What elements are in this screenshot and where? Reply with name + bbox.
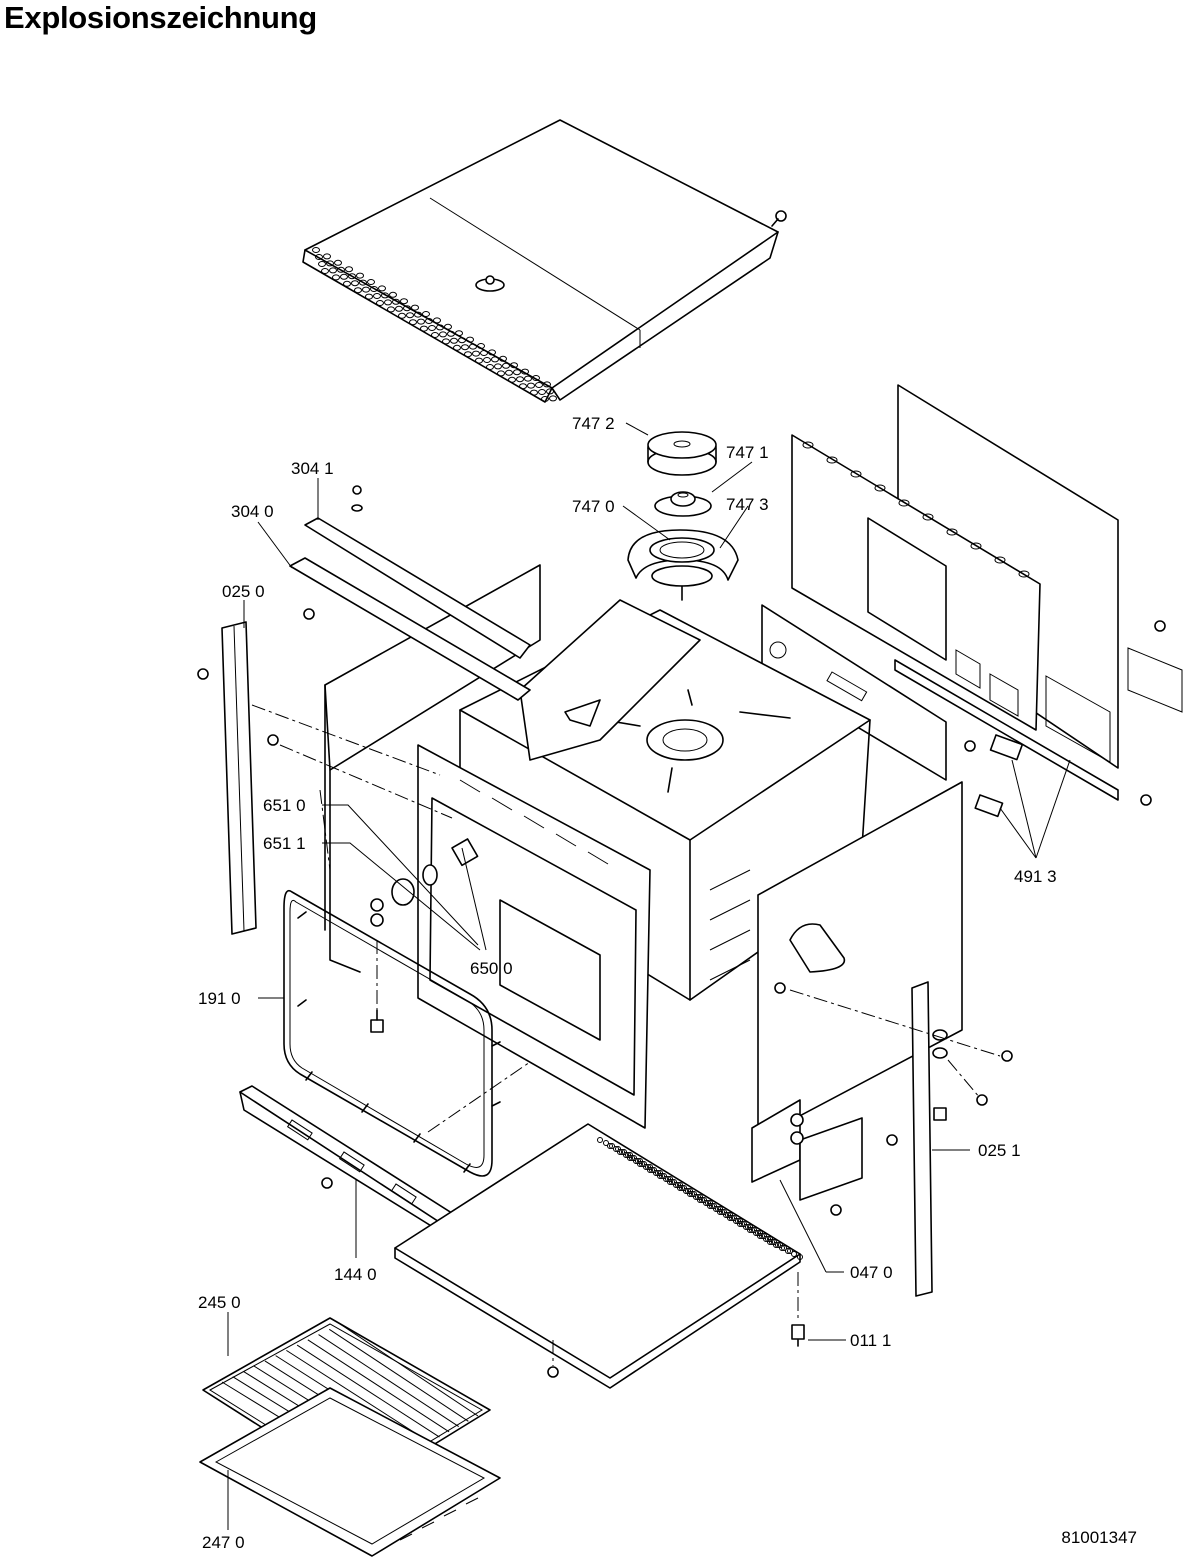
callout-651-0: 651 0 bbox=[263, 796, 306, 815]
oven-cavity bbox=[459, 599, 871, 1001]
side-back-panel bbox=[761, 604, 947, 781]
callout-025-0: 025 0 bbox=[222, 582, 265, 601]
baking-tray bbox=[199, 1387, 501, 1557]
callout-747-3: 747 3 bbox=[726, 495, 769, 514]
callout-304-1: 304 1 bbox=[291, 459, 334, 478]
left-rail bbox=[221, 621, 257, 935]
right-side-panel bbox=[757, 734, 1024, 1139]
callout-011-1: 011 1 bbox=[850, 1331, 891, 1350]
callout-491-3: 491 3 bbox=[1014, 867, 1057, 886]
callout-747-1: 747 1 bbox=[726, 443, 769, 462]
door-seal bbox=[283, 889, 501, 1177]
front-frame bbox=[417, 744, 651, 1129]
hinge-assembly bbox=[751, 1099, 898, 1216]
rear-panel bbox=[791, 384, 1183, 806]
callout-651-1: 651 1 bbox=[263, 834, 306, 853]
lamp-parts bbox=[197, 668, 479, 1033]
callout-650-0: 650 0 bbox=[470, 959, 513, 978]
callout-747-0: 747 0 bbox=[572, 497, 615, 516]
callout-144-0: 144 0 bbox=[334, 1265, 377, 1284]
page-title: Explosionszeichnung bbox=[4, 0, 317, 35]
callout-245-0: 245 0 bbox=[198, 1293, 241, 1312]
top-rail bbox=[289, 485, 531, 701]
document-number: 81001347 bbox=[1061, 1528, 1137, 1547]
bottom-plate bbox=[394, 1123, 805, 1389]
callout-191-0: 191 0 bbox=[198, 989, 241, 1008]
callout-047-0: 047 0 bbox=[850, 1263, 893, 1282]
callout-labels: 747 2 747 1 747 0 747 3 304 1 304 0 025 … bbox=[198, 414, 1057, 1552]
assembly-axes bbox=[251, 704, 1001, 1366]
fan-assembly bbox=[627, 431, 739, 601]
top-cover-panel bbox=[302, 119, 787, 403]
callout-247-0: 247 0 bbox=[202, 1533, 245, 1552]
left-side-panel bbox=[324, 564, 541, 973]
callout-304-0: 304 0 bbox=[231, 502, 274, 521]
callout-025-1: 025 1 bbox=[978, 1141, 1021, 1160]
callout-747-2: 747 2 bbox=[572, 414, 615, 433]
leader-lines bbox=[227, 422, 1071, 1530]
right-rail bbox=[911, 981, 948, 1297]
